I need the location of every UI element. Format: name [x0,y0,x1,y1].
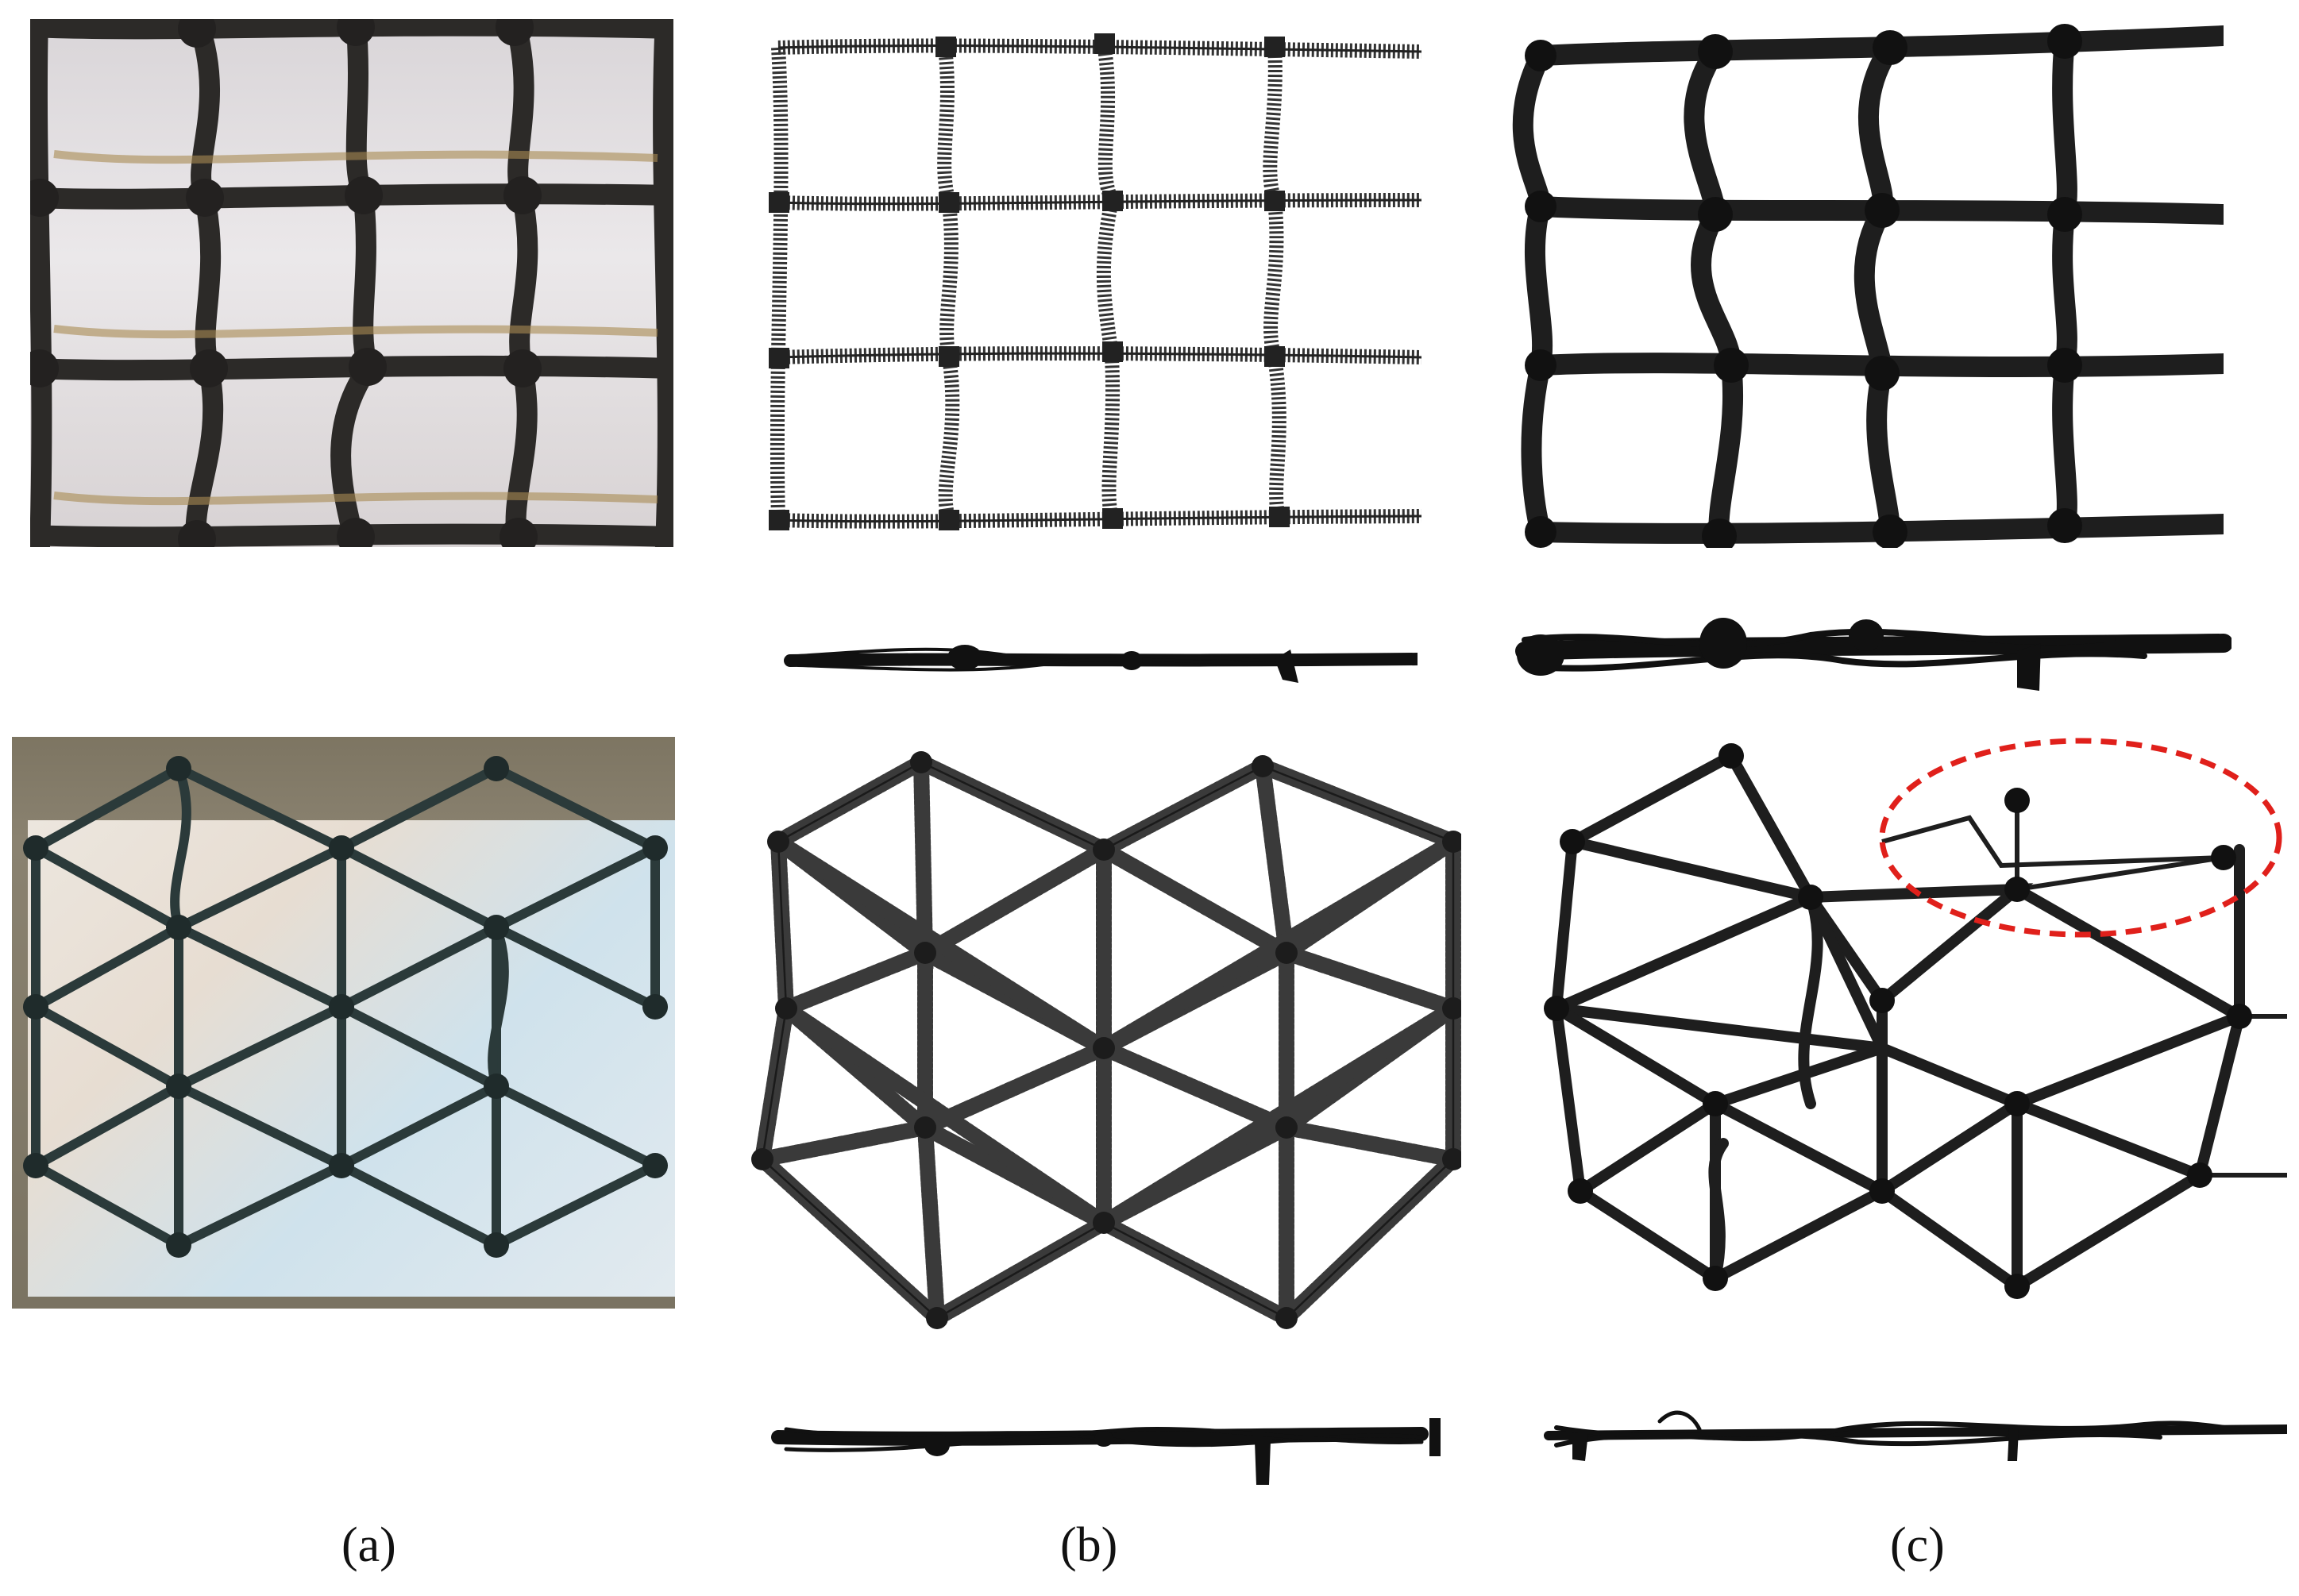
photo-biaxial-geogrid [30,19,673,547]
fem-triaxial-plan-view [746,746,1461,1334]
fem-triaxial-side-view [770,1405,1453,1493]
fem-biaxial-deformed-side-view [1509,611,2231,699]
fem-biaxial-side-view [782,627,1418,691]
biaxial-photo-strands [30,19,673,547]
caption-c: (c) [1890,1518,1945,1572]
fem-triaxial-deformed-side-view [1541,1390,2287,1477]
caption-b: (b) [1060,1518,1118,1572]
fem-biaxial-deformed-plan-view [1509,24,2224,548]
highlight-ellipse [1879,738,2282,938]
caption-a: (a) [341,1518,396,1572]
triaxial-photo-strands [23,756,668,1258]
photo-triaxial-geogrid [12,737,675,1309]
fem-biaxial-plan-view [762,24,1421,540]
